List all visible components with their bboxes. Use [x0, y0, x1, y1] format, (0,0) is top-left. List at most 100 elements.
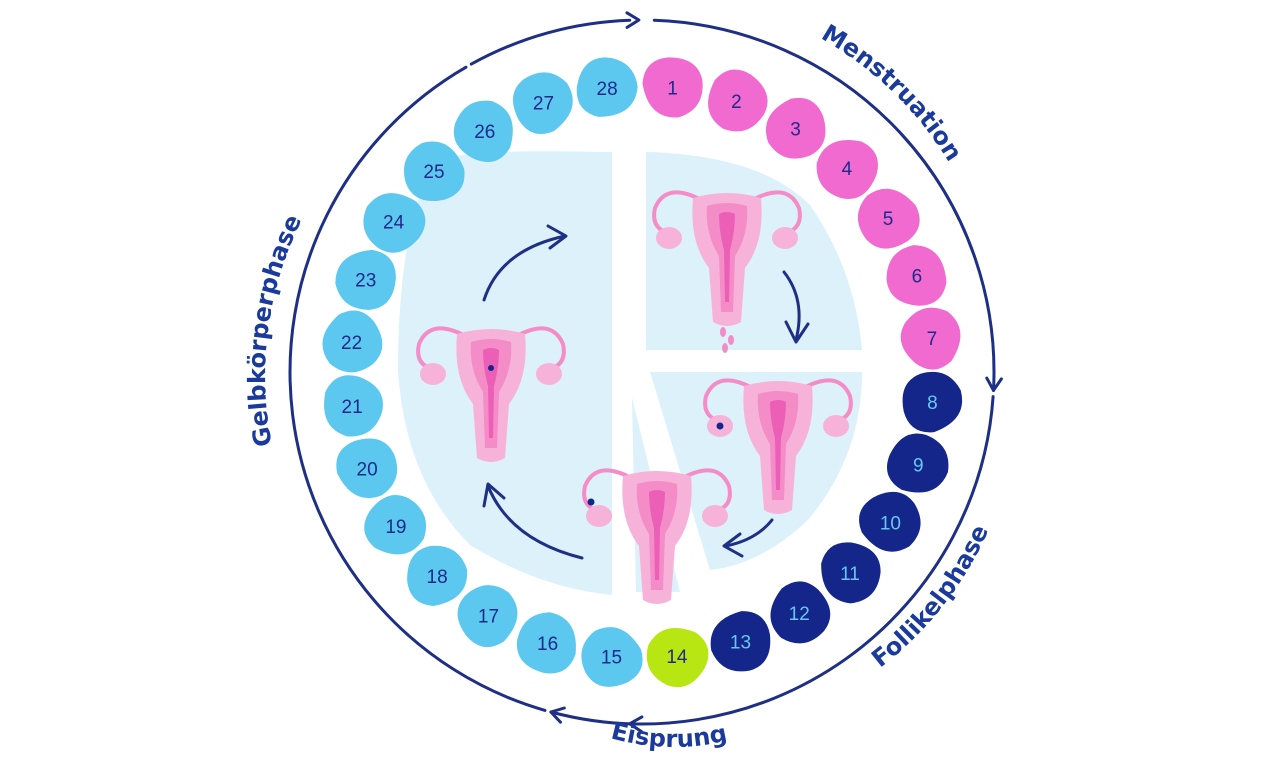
day-number: 12 [789, 604, 810, 625]
day-blob [765, 97, 826, 159]
day-ring: 1234567891011121314151617181920212223242… [322, 57, 962, 688]
day-blob-shape [642, 57, 703, 118]
day-number: 20 [357, 460, 378, 481]
day-number: 19 [385, 517, 406, 538]
day-number: 28 [597, 79, 618, 100]
day-blob [581, 627, 643, 687]
day-number: 14 [666, 647, 688, 668]
day-blob-shape [407, 545, 468, 606]
inner-cycle-arrows [482, 224, 810, 560]
inner-arrow [724, 518, 774, 548]
day-blob-shape [816, 140, 878, 199]
cycle-arrow-icon [722, 532, 744, 558]
inner-arrow [782, 270, 801, 342]
day-blob [576, 57, 638, 117]
day-blob [516, 612, 576, 674]
day-blob-shape [322, 310, 383, 373]
day-blob-shape [403, 141, 465, 202]
day-blob [646, 628, 709, 688]
day-number: 24 [383, 213, 405, 234]
day-blob-shape [324, 375, 383, 437]
day-blob [902, 371, 962, 433]
day-blob [708, 69, 768, 132]
day-blob [642, 57, 703, 118]
day-number: 2 [731, 92, 742, 113]
day-number: 25 [423, 162, 444, 183]
uterus-icon [703, 378, 853, 514]
day-number: 9 [913, 456, 924, 477]
day-number: 27 [533, 94, 554, 115]
day-number: 26 [474, 122, 495, 143]
day-blob-shape [513, 72, 573, 134]
uterus-illustrations [416, 190, 853, 604]
day-number: 18 [427, 567, 448, 588]
day-blob [364, 495, 427, 555]
day-number: 8 [927, 393, 938, 414]
day-blob [335, 249, 396, 310]
day-blob [770, 581, 831, 644]
day-blob-shape [516, 612, 576, 674]
day-blob [857, 188, 920, 249]
day-blob-shape [457, 585, 518, 648]
day-number: 1 [667, 78, 678, 99]
cycle-arrow-icon [985, 376, 1003, 392]
day-blob-shape [859, 491, 921, 552]
outer-arc [549, 395, 995, 726]
day-number: 10 [880, 513, 901, 534]
day-number: 3 [790, 120, 801, 141]
inner-arrow [482, 234, 567, 302]
day-number: 7 [927, 329, 938, 350]
day-blob-shape [902, 371, 962, 433]
day-blob [859, 491, 921, 552]
day-blob [457, 585, 518, 648]
day-blob [513, 72, 573, 134]
day-blob-shape [336, 438, 398, 499]
cycle-arrow-icon [628, 715, 644, 733]
day-blob-shape [900, 307, 961, 370]
day-blob-shape [363, 193, 426, 253]
day-blob-shape [770, 581, 831, 644]
cycle-arrow-icon [625, 11, 641, 29]
day-blob-shape [646, 628, 709, 688]
day-blob-shape [708, 69, 768, 132]
day-number: 4 [842, 159, 853, 180]
cycle-arrow-icon [546, 224, 568, 250]
day-blob [887, 433, 949, 493]
day-blob-shape [576, 57, 638, 117]
day-number: 13 [730, 632, 751, 653]
day-number: 23 [355, 271, 376, 292]
day-blob-shape [364, 495, 427, 555]
uterus-icon [416, 326, 566, 462]
cycle-arrow-icon [549, 706, 566, 724]
day-blob-shape [581, 627, 643, 687]
uterus-icon [582, 468, 732, 604]
day-number: 11 [840, 564, 860, 585]
cycle-arrow-icon [784, 320, 810, 344]
outer-arc [652, 18, 996, 392]
day-number: 17 [478, 606, 499, 627]
outer-cycle-arrows [288, 11, 1003, 733]
cycle-arrow-icon [482, 482, 506, 508]
day-blob [821, 542, 881, 604]
day-blob-shape [821, 542, 881, 604]
day-blob-shape [453, 100, 513, 163]
inner-arrow [486, 484, 584, 560]
outer-arc [288, 65, 547, 712]
day-blob-shape [886, 245, 947, 306]
day-number: 21 [342, 397, 363, 418]
day-blob [886, 245, 947, 306]
day-blob-shape [857, 188, 920, 249]
day-number: 6 [912, 267, 923, 288]
day-blob-shape [710, 611, 771, 672]
day-blob [336, 438, 398, 499]
day-blob-shape [335, 249, 396, 310]
day-blob [324, 375, 383, 437]
day-blob [403, 141, 465, 202]
day-blob [453, 100, 513, 163]
day-blob [816, 140, 878, 199]
day-blob-shape [765, 97, 826, 159]
day-number: 22 [341, 333, 362, 354]
day-blob [900, 307, 961, 370]
day-blob [710, 611, 771, 672]
